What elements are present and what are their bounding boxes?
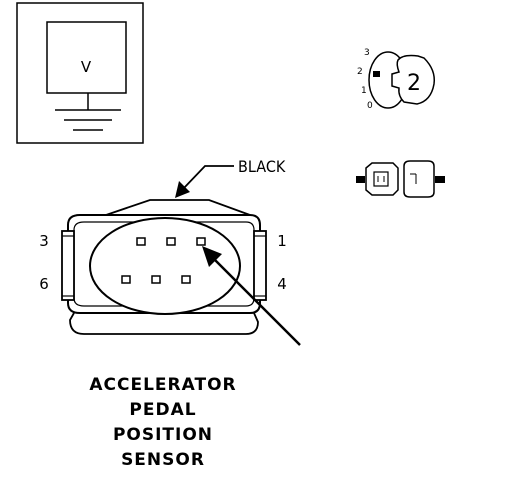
voltmeter-box: [46, 21, 127, 94]
scale-label-0: 0: [367, 101, 373, 111]
pin-cavity: [136, 237, 146, 246]
caption-line-4: SENSOR: [121, 450, 205, 470]
view-number: 2: [407, 71, 421, 96]
pin-label-6: 6: [39, 275, 49, 293]
voltmeter-frame: [16, 2, 144, 144]
wire-color-label: BLACK: [238, 157, 286, 176]
pin-cavity: [196, 237, 206, 246]
pin-cavity: [151, 275, 161, 284]
pin-cavity: [181, 275, 191, 284]
voltmeter-ground-icon: V: [16, 2, 144, 144]
view-orientation-icon: 3 2 1 0 2: [357, 48, 436, 111]
scale-label-1: 1: [361, 86, 367, 96]
pin-cavity: [121, 275, 131, 284]
caption-line-1: ACCELERATOR: [89, 375, 236, 395]
mating-connector-icon: [356, 160, 445, 198]
pin-label-4: 4: [277, 275, 287, 293]
pin-label-3: 3: [39, 232, 49, 250]
voltmeter-symbol: V: [81, 58, 92, 76]
pin-cavity: [166, 237, 176, 246]
component-caption: ACCELERATOR PEDAL POSITION SENSOR: [89, 375, 236, 470]
pin-label-1: 1: [277, 232, 287, 250]
connector-body: [61, 199, 267, 335]
scale-label-3: 3: [364, 48, 370, 58]
caption-line-3: POSITION: [113, 425, 213, 445]
pin-cavities: [121, 237, 206, 284]
pin-1-indicator-arrow: [202, 246, 301, 346]
caption-line-2: PEDAL: [129, 400, 196, 420]
scale-label-2: 2: [357, 67, 363, 77]
wire-color-callout: BLACK: [175, 157, 286, 198]
